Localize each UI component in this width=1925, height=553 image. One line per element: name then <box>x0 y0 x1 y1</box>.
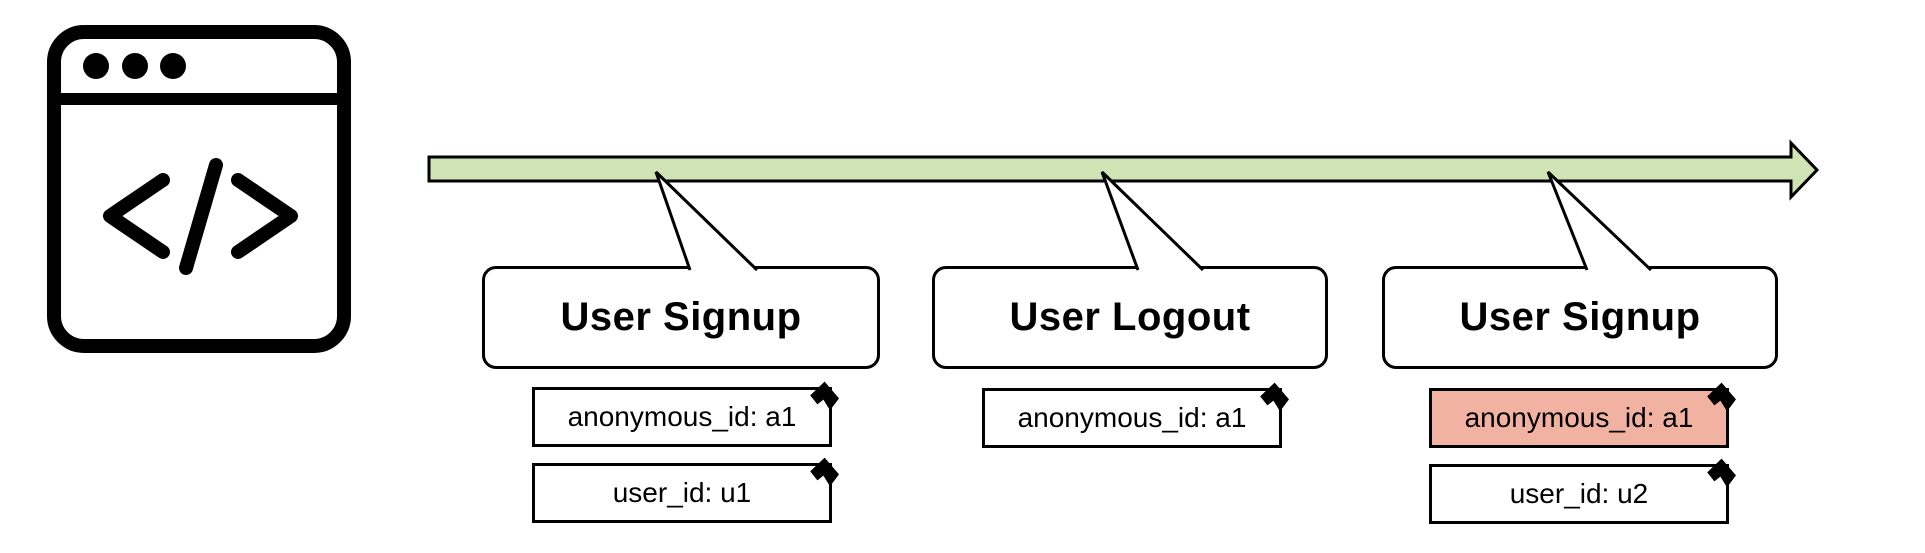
folded-corner-icon <box>1260 382 1289 412</box>
event-title: User Signup <box>560 295 802 339</box>
code-tag-glyph-icon <box>103 158 298 275</box>
browser-code-icon-svg <box>47 25 351 353</box>
browser-code-icon <box>40 18 360 363</box>
window-dot-icon <box>160 53 186 79</box>
event-box-user-signup-1: User Signup <box>482 266 880 369</box>
timeline-arrow <box>427 139 1820 201</box>
property-tag: anonymous_id: a1 <box>532 381 839 447</box>
folded-corner-icon <box>1707 458 1736 488</box>
folded-corner-icon <box>810 381 839 411</box>
event-box-user-logout: User Logout <box>932 266 1328 369</box>
folded-corner-icon <box>1707 382 1736 412</box>
property-tag-label: anonymous_id: a1 <box>567 401 797 432</box>
property-tag-label: anonymous_id: a1 <box>1464 402 1694 433</box>
folded-corner-icon <box>810 457 839 487</box>
browser-window-frame <box>47 25 351 353</box>
window-dot-icon <box>83 53 109 79</box>
property-tag-highlighted: anonymous_id: a1 <box>1429 382 1736 448</box>
property-tag: user_id: u2 <box>1429 458 1736 524</box>
property-tag-label: user_id: u2 <box>1509 478 1649 509</box>
property-tag-label: user_id: u1 <box>612 477 752 508</box>
window-dot-icon <box>122 53 148 79</box>
property-tag: user_id: u1 <box>532 457 839 523</box>
property-tag-label: anonymous_id: a1 <box>1017 402 1247 433</box>
callout-tail <box>654 170 759 272</box>
callout-tail <box>1100 170 1205 272</box>
property-tag: anonymous_id: a1 <box>982 382 1289 448</box>
event-title: User Signup <box>1459 295 1701 339</box>
event-box-user-signup-2: User Signup <box>1382 266 1778 369</box>
event-title: User Logout <box>1009 295 1251 339</box>
callout-tail <box>1546 170 1653 272</box>
